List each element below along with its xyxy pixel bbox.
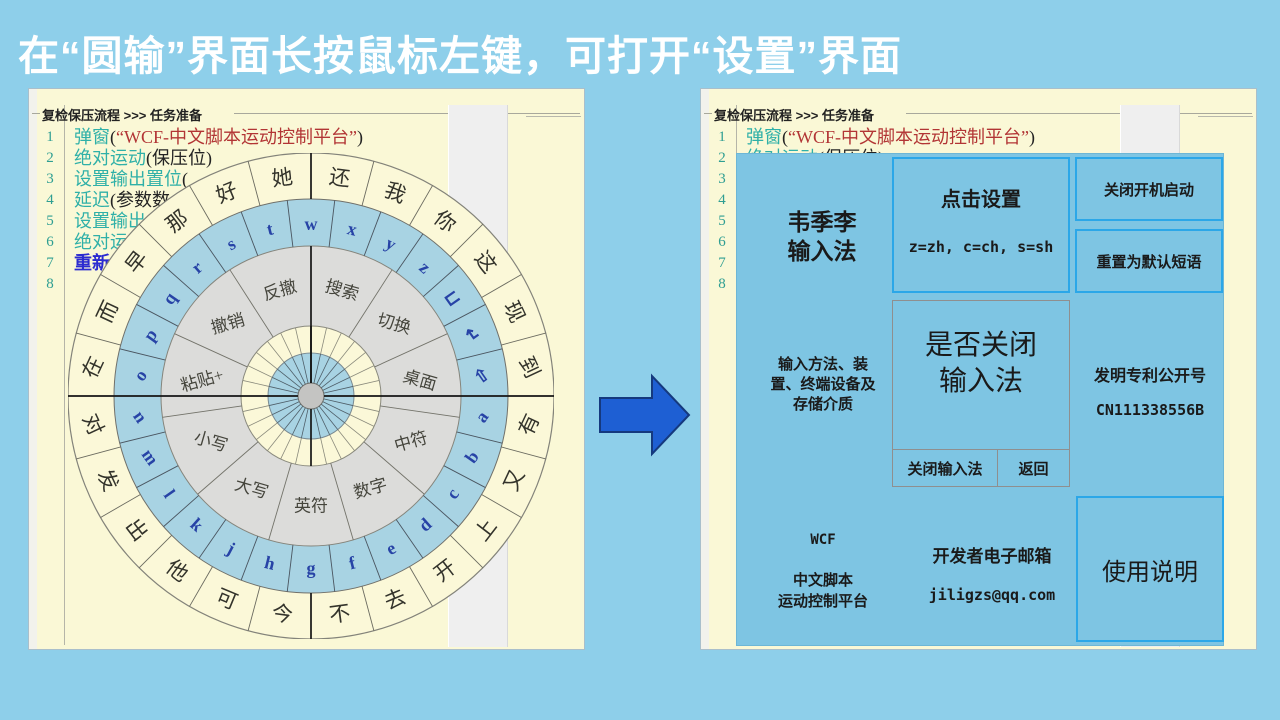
wcf-label: WCF bbox=[810, 532, 836, 548]
code-line: 弹窗(“WCF-中文脚本运动控制平台”) bbox=[746, 127, 1035, 147]
line-number: 1 bbox=[46, 129, 54, 145]
code-line: 延迟(参数数 bbox=[74, 190, 170, 210]
close-ime-button[interactable]: 关闭输入法 bbox=[892, 449, 997, 487]
line-number: 6 bbox=[46, 234, 54, 250]
code-line: 重新 bbox=[74, 253, 110, 273]
patent-description-label: 输入方法、装置、终端设备及存储介质 bbox=[739, 354, 907, 416]
text-line: 输入方法、装 bbox=[777, 357, 868, 373]
wheel-letter-key[interactable]: h bbox=[263, 552, 278, 574]
line-number: 7 bbox=[718, 255, 726, 271]
ime-name-label: 韦季李输入法 bbox=[747, 204, 897, 270]
gutter-divider bbox=[64, 105, 65, 645]
text-line: 韦季李 bbox=[787, 210, 857, 235]
line-number: 6 bbox=[718, 234, 726, 250]
patent-number-value: CN111338556B bbox=[1095, 401, 1205, 419]
line-number: 5 bbox=[46, 213, 54, 229]
settings-dialog: 韦季李输入法 点击设置 z=zh, c=ch, s=sh 关闭开机启动 重置为默… bbox=[736, 153, 1224, 646]
wheel-char-key[interactable]: 她 bbox=[270, 165, 294, 192]
code-line: 绝对运动(保压位) bbox=[74, 148, 212, 168]
line-number: 4 bbox=[718, 192, 726, 208]
line-number: 1 bbox=[718, 129, 726, 145]
line-number: 2 bbox=[46, 150, 54, 166]
groupbox-line-stub bbox=[32, 113, 40, 114]
close-startup-button[interactable]: 关闭开机启动 bbox=[1075, 157, 1223, 221]
code-line: 弹窗(“WCF-中文脚本运动控制平台”) bbox=[74, 127, 363, 147]
side-panel-divider bbox=[526, 116, 581, 117]
usage-manual-button[interactable]: 使用说明 bbox=[1076, 496, 1224, 642]
wheel-char-key[interactable]: 不 bbox=[328, 601, 352, 628]
text-line: 置、终端设备及 bbox=[770, 377, 876, 393]
line-number-gutter: 1 2 3 4 5 6 7 8 bbox=[709, 127, 735, 295]
breadcrumb-task-header: 复检保压流程 >>> 任务准备 bbox=[714, 108, 874, 123]
confirm-button-row: 关闭输入法 返回 bbox=[892, 449, 1070, 487]
text-line: 运动控制平台 bbox=[777, 594, 868, 610]
click-settings-label[interactable]: 点击设置 bbox=[941, 188, 1021, 211]
wheel-letter-key[interactable]: f bbox=[347, 552, 359, 573]
developer-email-label: 开发者电子邮箱 bbox=[932, 546, 1052, 566]
shortcuts-hint-label: z=zh, c=ch, s=sh bbox=[908, 238, 1054, 256]
code-line: 设置输出置位( bbox=[74, 169, 188, 189]
groupbox-line bbox=[234, 113, 580, 114]
patent-number-label: 发明专利公开号 bbox=[1093, 368, 1206, 385]
text-line: 中文脚本 bbox=[792, 573, 853, 589]
transition-arrow-icon bbox=[596, 370, 696, 460]
breadcrumb-task-header: 复检保压流程 >>> 任务准备 bbox=[42, 108, 202, 123]
line-number: 7 bbox=[46, 255, 54, 271]
line-number: 8 bbox=[718, 276, 726, 292]
back-button[interactable]: 返回 bbox=[997, 449, 1070, 487]
code-area[interactable]: 弹窗(“WCF-中文脚本运动控制平台”)绝对运动(保压位)设置输出置位(延迟(参… bbox=[74, 127, 574, 295]
wheel-letter-key[interactable]: t bbox=[265, 219, 276, 240]
wheel-char-key[interactable]: 今 bbox=[270, 601, 294, 628]
line-number: 3 bbox=[46, 171, 54, 187]
window-left-margin bbox=[29, 89, 37, 649]
line-number: 4 bbox=[46, 192, 54, 208]
groupbox-line-stub bbox=[704, 113, 712, 114]
wheel-letter-key[interactable]: g bbox=[307, 558, 316, 578]
groupbox-line bbox=[906, 113, 1252, 114]
line-number: 8 bbox=[46, 276, 54, 292]
confirm-close-title: 是否关闭输入法 bbox=[892, 324, 1070, 404]
line-number-gutter: 1 2 3 4 5 6 7 8 bbox=[37, 127, 63, 295]
text-line: 输入法 bbox=[787, 239, 857, 264]
script-editor-window-left: 复检保压流程 >>> 任务准备 1 2 3 4 5 6 7 8 弹窗(“WCF-中文脚本运动控… bbox=[28, 88, 585, 650]
reset-phrases-button[interactable]: 重置为默认短语 bbox=[1075, 229, 1223, 293]
window-left-margin bbox=[701, 89, 709, 649]
line-number: 3 bbox=[718, 171, 726, 187]
script-editor-window-right: 复检保压流程 >>> 任务准备 1 2 3 4 5 6 7 8 弹窗(“WCF-中文脚本运动控… bbox=[700, 88, 1257, 650]
wheel-letter-key[interactable]: w bbox=[305, 214, 318, 234]
text-line: 输入法 bbox=[938, 366, 1023, 397]
platform-name-label: 中文脚本运动控制平台 bbox=[739, 570, 907, 614]
side-panel-divider bbox=[1198, 116, 1253, 117]
text-line: 存储介质 bbox=[792, 397, 853, 413]
wheel-char-key[interactable]: 还 bbox=[328, 165, 352, 192]
developer-email-value: jiligzs@qq.com bbox=[928, 586, 1056, 604]
click-settings-box[interactable] bbox=[892, 157, 1070, 293]
page-title: 在“圆输”界面长按鼠标左键，可打开“设置”界面 bbox=[18, 33, 902, 79]
text-line: 是否关闭 bbox=[924, 330, 1037, 361]
line-number: 2 bbox=[718, 150, 726, 166]
code-line: 设置输出 bbox=[74, 211, 146, 231]
line-number: 5 bbox=[718, 213, 726, 229]
wheel-command-key[interactable]: 英符 bbox=[294, 497, 328, 516]
